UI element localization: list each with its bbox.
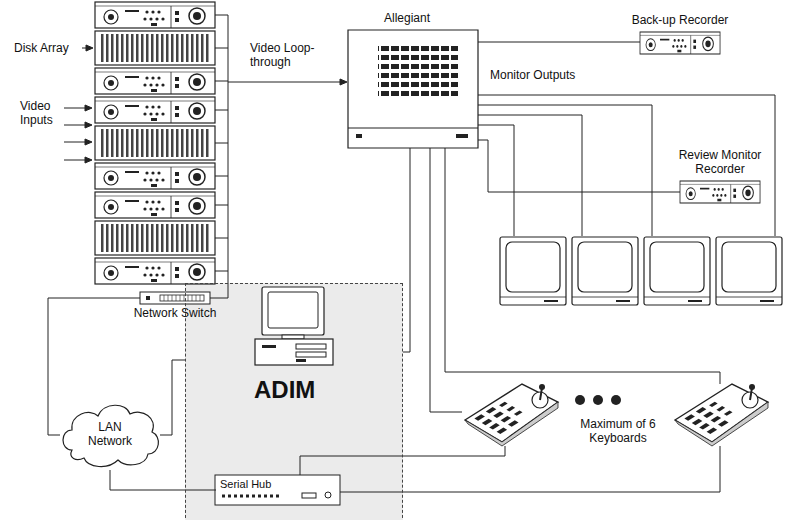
serial-hub: Serial Hub — [216, 476, 341, 506]
signal-label: Monitor Outputs — [490, 69, 590, 83]
signal-label: Video Inputs — [20, 100, 62, 128]
rack-wiring — [210, 15, 228, 298]
adim-computer — [255, 287, 333, 365]
network-switch — [140, 292, 210, 304]
recorder-rack — [95, 2, 215, 284]
monitor-wires — [300, 95, 775, 492]
input-arrows — [64, 45, 347, 163]
part-label: Disk Array — [14, 42, 84, 56]
adim-region: ADIM Serial Hub — [185, 283, 403, 520]
adim-ground — [185, 283, 403, 520]
node-label: LAN Network — [75, 421, 145, 449]
connector-line — [478, 140, 680, 192]
node-label: Allegiant — [384, 12, 430, 26]
note-label: Maximum of 6 Keyboards — [568, 418, 668, 446]
review-recorder: Review Monitor Recorder — [680, 181, 760, 203]
hub-ports — [215, 475, 340, 505]
connector-line — [160, 360, 185, 435]
node-label: Serial Hub — [220, 478, 271, 491]
connector-line — [403, 148, 410, 352]
signal-label: Video Loop-through — [250, 42, 336, 70]
lan-cloud: LAN Network — [60, 400, 160, 470]
ellipsis-dots — [575, 395, 621, 405]
node-label: Review Monitor Recorder — [665, 149, 775, 177]
allegiant-switcher: Allegiant — [348, 30, 478, 148]
node-label: Back-up Recorder — [632, 14, 729, 28]
connector-line — [478, 42, 640, 43]
network-switch: Network Switch — [140, 292, 210, 304]
node-label: ADIM — [254, 376, 315, 404]
node-label: Network Switch — [134, 307, 217, 321]
backup-recorder: Back-up Recorder — [640, 32, 720, 54]
connector-line — [110, 470, 216, 490]
allegiant-body — [348, 30, 478, 148]
